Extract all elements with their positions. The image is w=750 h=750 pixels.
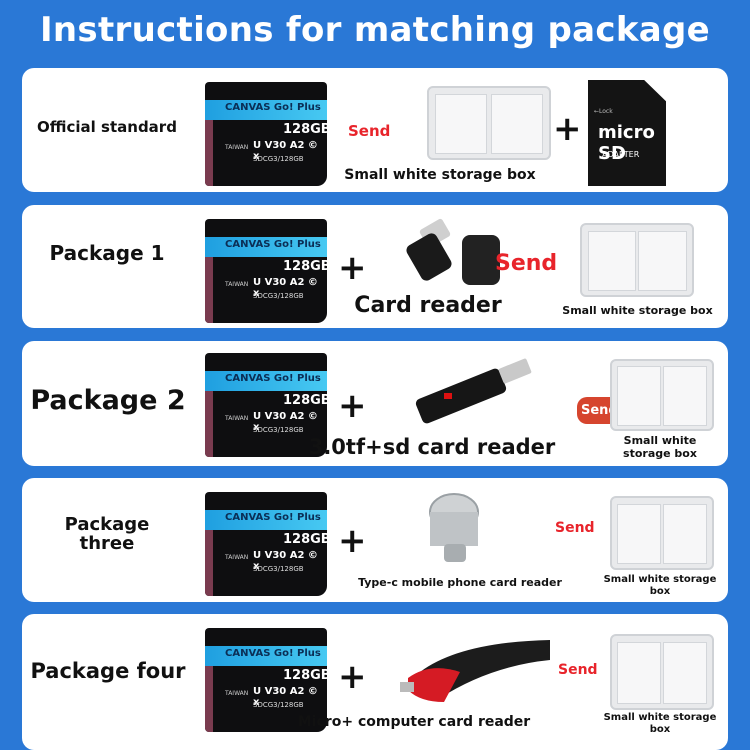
storage-box: [427, 86, 551, 160]
page-title: Instructions for matching package: [39, 10, 711, 50]
storage-box-caption: Small white storage box: [562, 304, 713, 317]
card-origin: TAIWAN: [225, 144, 249, 151]
package-panel-3: Package three CANVAS Go! Plus 128GB U V3…: [22, 478, 728, 602]
usb3-card-reader-icon: [415, 358, 532, 424]
card-capacity: 128GB: [283, 122, 327, 137]
plus-sign: +: [338, 657, 367, 697]
package-panel-1: Package 1 CANVAS Go! Plus 128GB U V30 A2…: [22, 205, 728, 328]
storage-box-caption: Small white storage box: [623, 434, 697, 460]
package-panel-4: Package four CANVAS Go! Plus 128GB U V30…: [22, 614, 728, 750]
reader-caption: Card reader: [354, 293, 502, 318]
package-label: Package four: [30, 659, 186, 683]
package-panel-2: Package 2 CANVAS Go! Plus 128GB U V30 A2…: [22, 341, 728, 466]
sd-adapter: ←Lock micro SD ADAPTER: [588, 80, 666, 186]
storage-box: [580, 223, 694, 297]
package-label: Package 1: [49, 241, 165, 265]
package-panel-official: Official standard CANVAS Go! Plus 128GB …: [22, 68, 728, 192]
package-label: Package three: [64, 514, 150, 554]
storage-box-caption: Small white storage box: [344, 167, 536, 183]
send-label: Send: [558, 662, 598, 678]
micro-usb-card-reader-icon: [400, 640, 550, 702]
type-c-card-reader-icon: [429, 493, 479, 562]
package-label: Package 2: [30, 385, 186, 416]
card-spec: U V30 A2 © x: [253, 140, 318, 162]
storage-box-caption: Small white storage box: [603, 574, 717, 597]
storage-box: [610, 634, 714, 710]
reader-caption: Type-c mobile phone card reader: [358, 576, 562, 589]
storage-box: [610, 496, 714, 570]
micro-sd-card: CANVAS Go! Plus 128GB U V30 A2 © x SDCG3…: [205, 353, 327, 457]
reader-caption: 3.0tf+sd card reader: [308, 435, 556, 459]
card-brand: CANVAS Go! Plus: [225, 102, 321, 113]
micro-sd-card: CANVAS Go! Plus 128GB U V30 A2 © x SDCG3…: [205, 628, 327, 732]
send-label: Send: [555, 520, 595, 536]
storage-box-caption: Small white storage box: [603, 712, 717, 735]
plus-sign: +: [338, 248, 367, 288]
plus-sign: +: [338, 521, 367, 561]
send-label: Send: [348, 122, 391, 140]
plus-sign: +: [553, 109, 582, 149]
storage-box: [610, 359, 714, 431]
card-model: SDCG3/128GB: [253, 155, 304, 163]
micro-sd-card: CANVAS Go! Plus 128GB U V30 A2 © x SDCG3…: [205, 82, 327, 186]
plus-sign: +: [338, 386, 367, 426]
send-label: Send: [495, 251, 558, 276]
micro-sd-card: CANVAS Go! Plus 128GB U V30 A2 © x SDCG3…: [205, 492, 327, 596]
micro-sd-card: CANVAS Go! Plus 128GB U V30 A2 © x SDCG3…: [205, 219, 327, 323]
package-label: Official standard: [37, 118, 177, 136]
reader-caption: Micro+ computer card reader: [297, 714, 531, 730]
usb-card-reader-icon: [406, 218, 500, 285]
adapter-logo: micro SD: [598, 122, 655, 164]
